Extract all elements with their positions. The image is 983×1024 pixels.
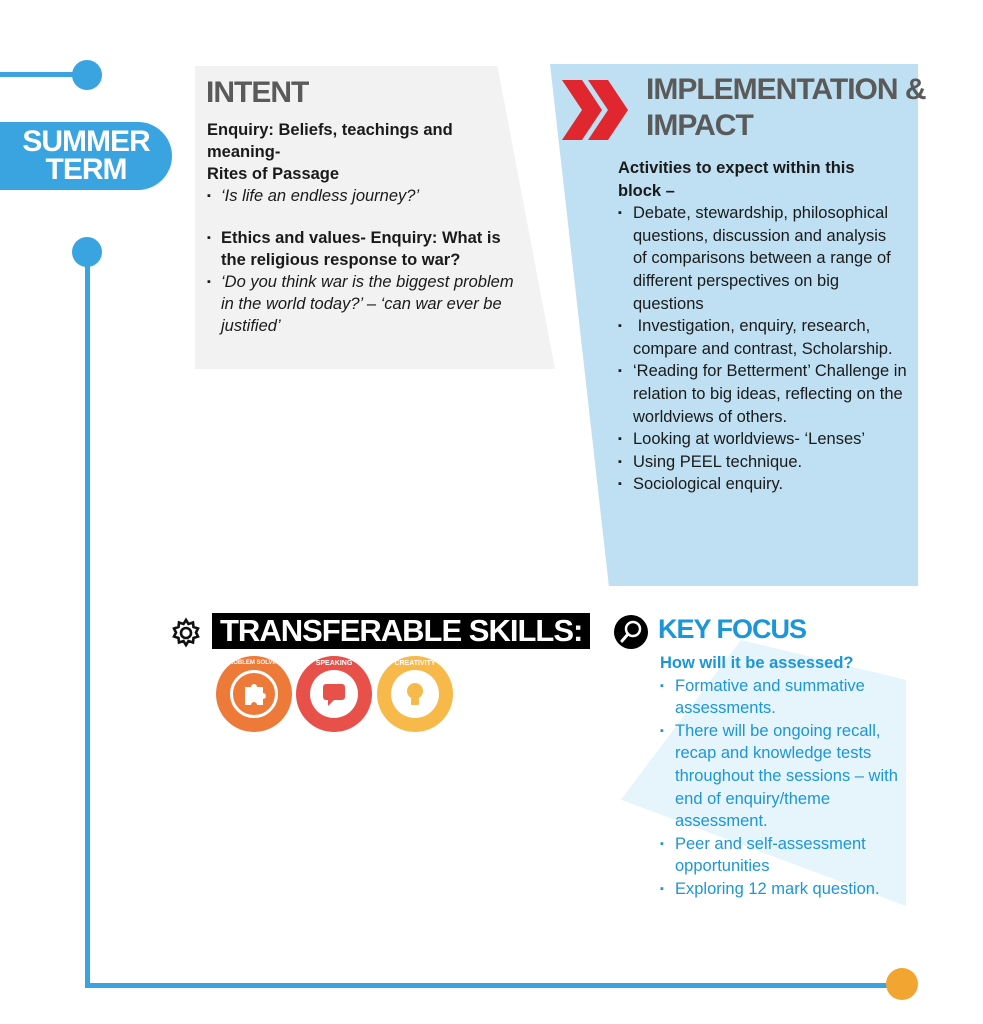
puzzle-icon (230, 670, 278, 718)
timeline-end-dot (886, 968, 918, 1000)
key-focus-question: How will it be assessed? (660, 654, 854, 672)
timeline-bottom-line (85, 983, 900, 988)
intent-enquiry1-title: Enquiry: Beliefs, teachings and meaning- (207, 121, 453, 161)
implementation-item: Investigation, enquiry, research, compar… (618, 315, 918, 360)
timeline-top-dot (72, 60, 102, 90)
double-chevron-icon (562, 80, 628, 140)
timeline-top-line (0, 72, 88, 77)
implementation-title-line2: IMPACT (646, 109, 754, 142)
implementation-item: Debate, stewardship, philosophical quest… (618, 202, 898, 315)
key-focus-item: There will be ongoing recall, recap and … (660, 720, 920, 833)
implementation-item: ‘Reading for Betterment’ Challenge in re… (618, 360, 918, 428)
term-line2: TERM (45, 153, 128, 186)
intent-enquiry1-sub: Rites of Passage (207, 165, 340, 183)
timeline-vertical-line (85, 255, 90, 987)
problem-solving-label: PROBLEM SOLVING (224, 660, 284, 666)
intent-enquiry2-title: Ethics and values- Enquiry: What is the … (207, 227, 521, 271)
implementation-item: Sociological enquiry. (618, 473, 918, 496)
intent-enquiry1-question: ‘Is life an endless journey?’ (207, 185, 517, 207)
creativity-label: CREATIVITY (394, 660, 436, 667)
key-focus-item: Exploring 12 mark question. (660, 878, 930, 901)
term-badge: SUMMER TERM (0, 122, 172, 190)
implementation-title-line1: IMPLEMENTATION & (646, 73, 927, 106)
speaking-label: SPEAKING (315, 660, 353, 667)
implementation-intro: Activities to expect within this block – (618, 159, 855, 200)
lightbulb-icon (391, 670, 439, 718)
gear-icon (172, 617, 200, 648)
key-focus-content: How will it be assessed? Formative and s… (660, 652, 930, 901)
implementation-title: IMPLEMENTATION & IMPACT (646, 72, 927, 144)
term-line1: SUMMER (22, 125, 150, 158)
implementation-content: Activities to expect within this block –… (618, 157, 918, 496)
implementation-list: Debate, stewardship, philosophical quest… (618, 202, 918, 496)
magnifier-icon (614, 615, 648, 649)
creativity-badge: CREATIVITY (377, 656, 453, 732)
key-focus-item: Formative and summative assessments. (660, 675, 905, 720)
speaking-badge: SPEAKING (296, 656, 372, 732)
speech-bubble-icon (310, 670, 358, 718)
key-focus-list: Formative and summative assessments. The… (660, 675, 930, 901)
intent-title: INTENT (206, 76, 309, 109)
intent-content: Enquiry: Beliefs, teachings and meaning-… (207, 119, 517, 337)
skills-title: TRANSFERABLE SKILLS: (212, 613, 591, 649)
key-focus-title: KEY FOCUS (658, 614, 807, 644)
implementation-item: Looking at worldviews- ‘Lenses’ (618, 428, 918, 451)
key-focus-item: Peer and self-assessment opportunities (660, 833, 905, 878)
implementation-item: Using PEEL technique. (618, 451, 918, 474)
problem-solving-badge: PROBLEM SOLVING (216, 656, 292, 732)
intent-enquiry2-question: ‘Do you think war is the biggest problem… (207, 271, 521, 337)
